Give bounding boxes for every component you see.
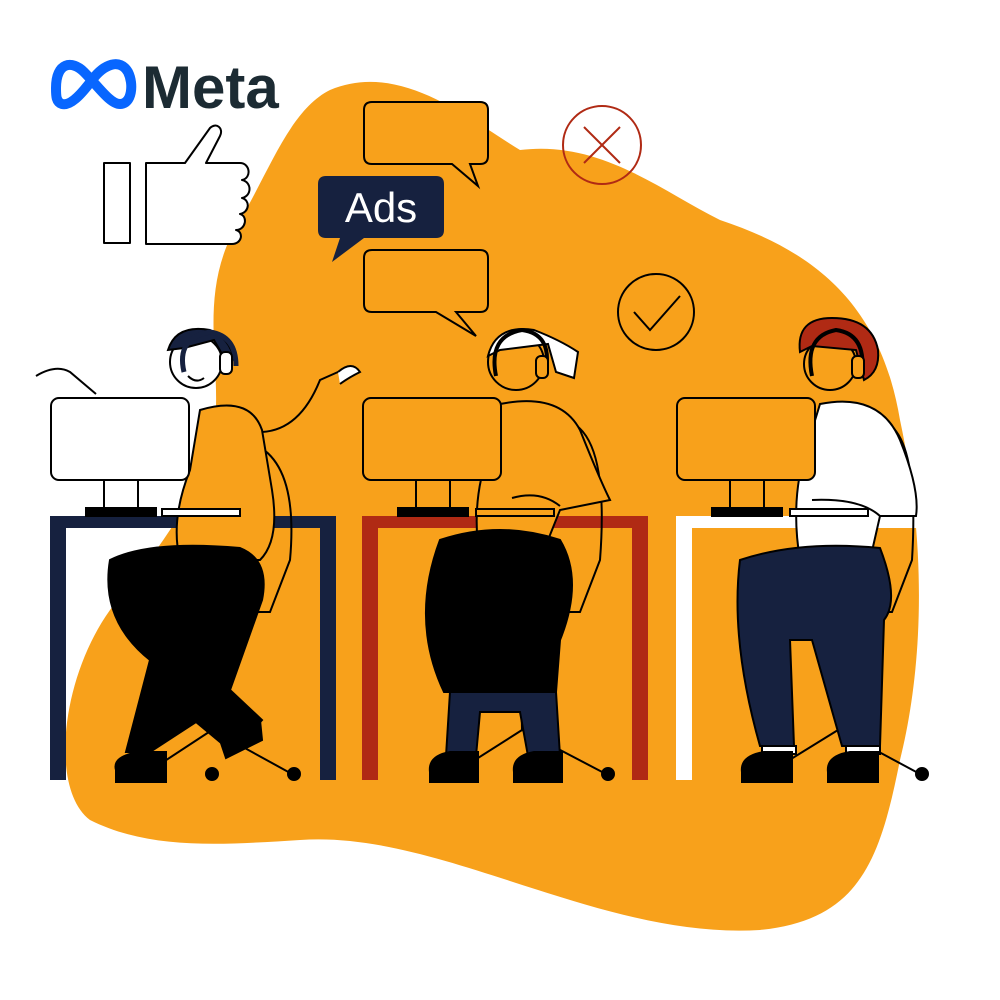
meta-logo-icon	[50, 59, 137, 110]
headset-icon	[492, 327, 549, 377]
desk-red	[362, 516, 648, 780]
logo-text: Meta	[142, 54, 279, 121]
person-middle	[424, 327, 612, 783]
monitor-icon	[676, 397, 869, 517]
headset-icon	[180, 329, 239, 373]
monitor-icon	[362, 397, 555, 517]
person-right	[736, 316, 918, 783]
person-left	[35, 328, 362, 783]
headset-icon	[808, 327, 865, 377]
thumbs-up-icon	[103, 124, 251, 245]
ads-bubble: Ads	[318, 176, 444, 262]
check-circle-icon	[617, 273, 695, 351]
meta-logo: Meta	[50, 54, 279, 121]
ads-label: Ads	[345, 184, 417, 231]
monitor-icon	[50, 397, 241, 517]
cross-circle-icon	[562, 105, 642, 185]
speech-bubble-icon	[363, 249, 489, 337]
speech-bubble-icon	[363, 101, 489, 190]
